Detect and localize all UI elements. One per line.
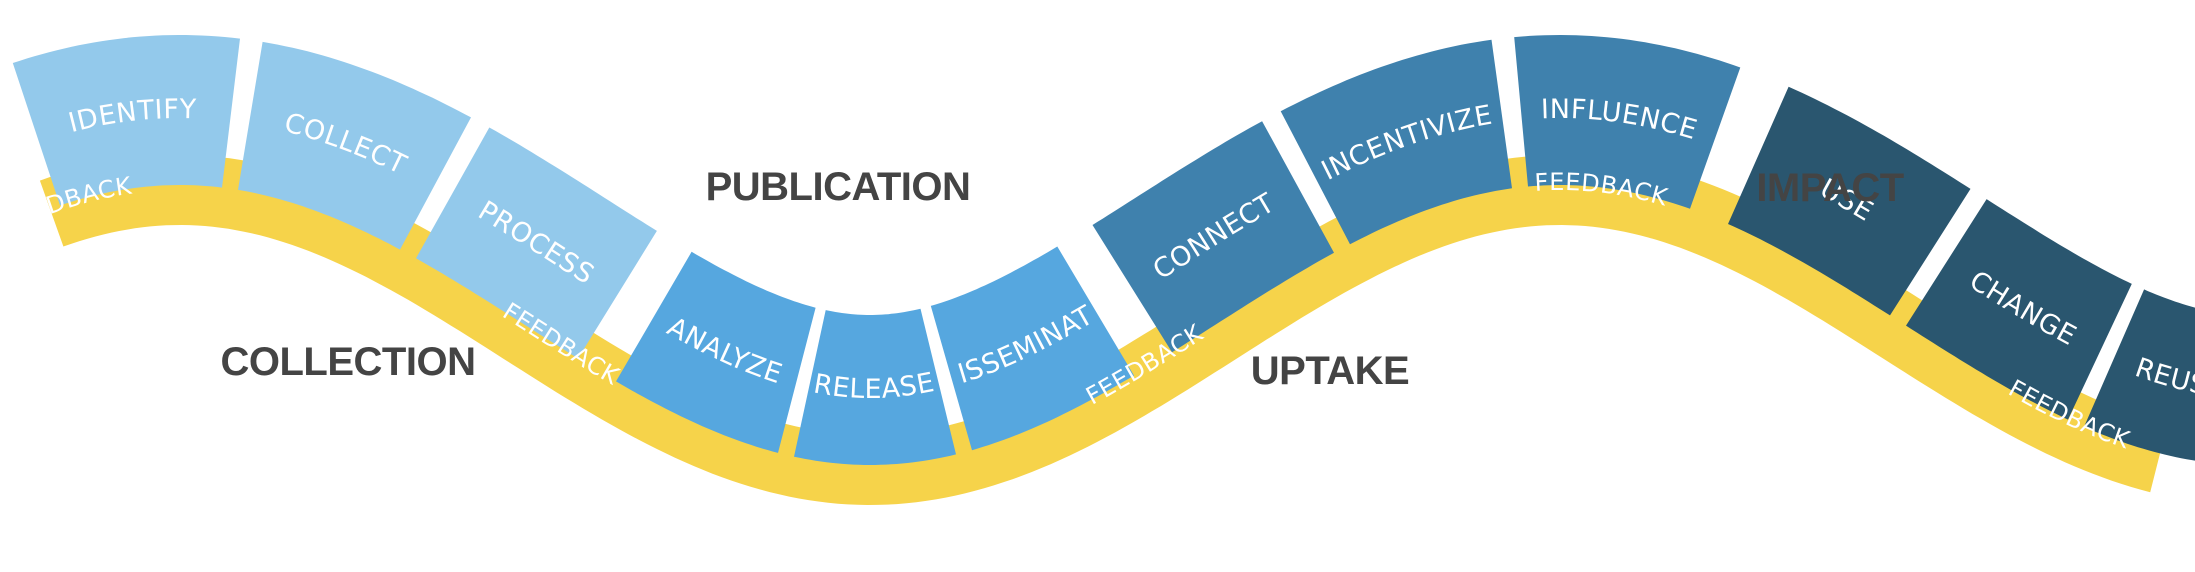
- stage-segment-connect: [1092, 121, 1334, 353]
- stage-segment-change: [1906, 199, 2132, 420]
- stage-segment-collect: [238, 41, 471, 250]
- stage-segment-process: [416, 127, 657, 359]
- stage-segment-incentivize: [1280, 39, 1512, 245]
- phase-label-collection: COLLECTION: [221, 340, 476, 384]
- phase-label-impact: IMPACT: [1756, 166, 1903, 210]
- phase-label-publication: PUBLICATION: [706, 165, 971, 209]
- stage-segment-release: [794, 308, 956, 465]
- stage-segment-use: [1728, 86, 1971, 316]
- stage-segment-identify: [12, 35, 240, 206]
- stage-segment-disseminate: [930, 246, 1134, 451]
- stage-segment-analyze: [616, 251, 816, 453]
- stage-segment-influence: [1514, 35, 1741, 209]
- stage-label-release: RELEASE: [811, 367, 937, 405]
- stage-segment-reuse: [2084, 289, 2195, 461]
- stage-segments: [12, 35, 2195, 465]
- phase-label-uptake: UPTAKE: [1251, 349, 1409, 393]
